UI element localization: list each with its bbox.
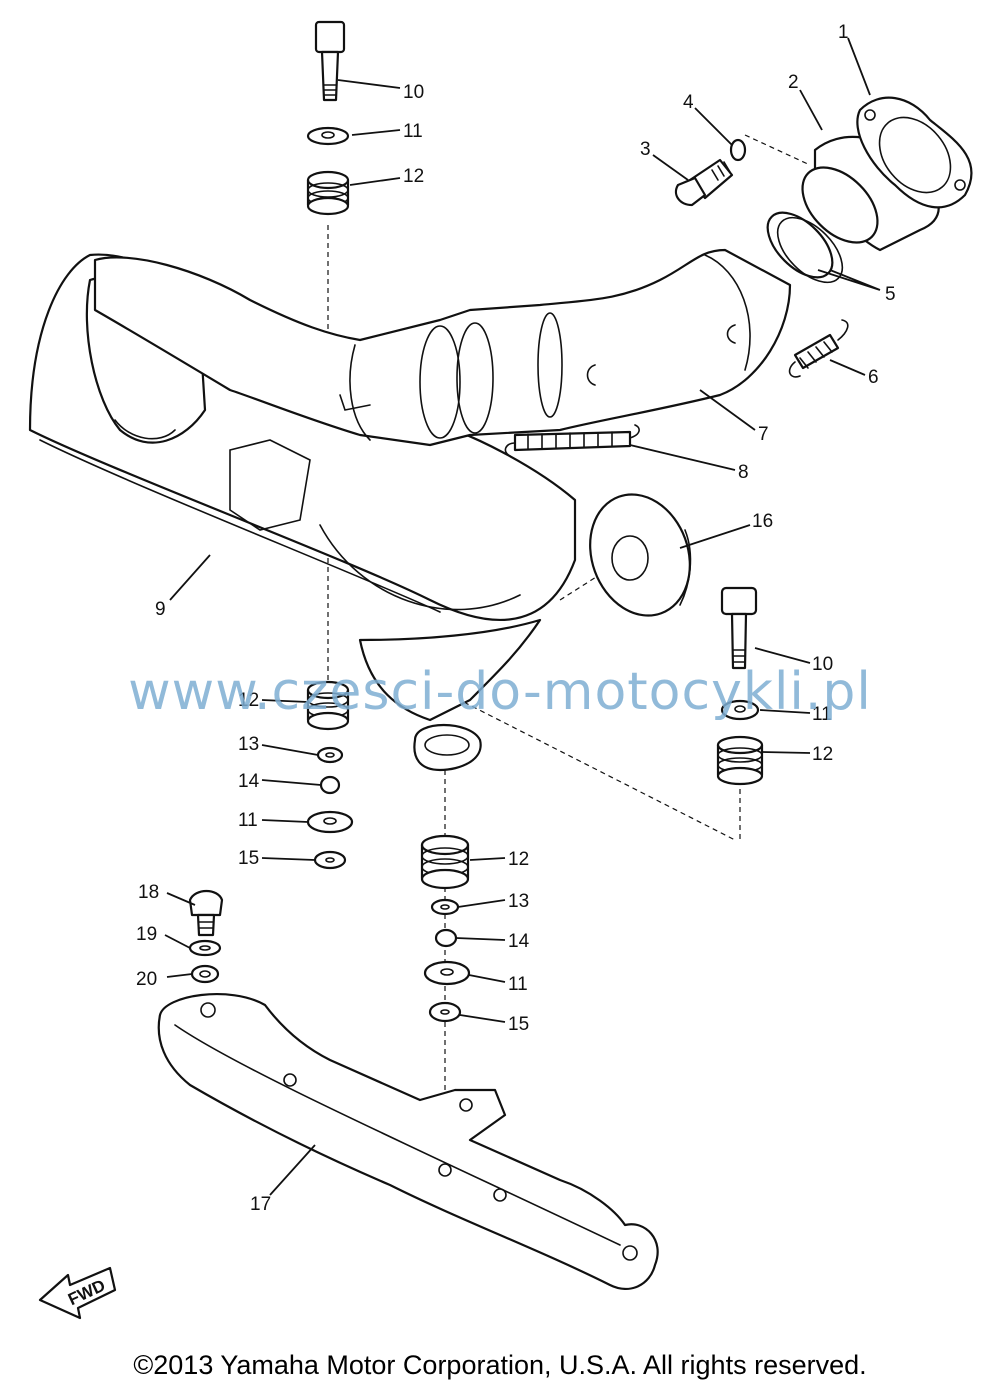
- callout-18: 18: [138, 882, 159, 903]
- callout-12-right: 12: [812, 744, 833, 765]
- callout-12-center: 12: [508, 849, 529, 870]
- callout-5: 5: [885, 284, 896, 305]
- copyright-notice: ©2013 Yamaha Motor Corporation, U.S.A. A…: [133, 1350, 867, 1380]
- watermark-url: www.czesci-do-motocykli.pl: [128, 662, 872, 722]
- callout-12-top: 12: [403, 166, 424, 187]
- callout-20: 20: [136, 969, 157, 990]
- callout-11-right: 11: [812, 704, 832, 725]
- callout-7: 7: [758, 424, 769, 445]
- callout-6: 6: [868, 367, 879, 388]
- callout-15-center: 15: [508, 1014, 529, 1035]
- callout-19: 19: [136, 924, 157, 945]
- leader-lines: [164, 37, 881, 1196]
- callout-12-left: 12: [238, 690, 259, 711]
- callout-15-left: 15: [238, 848, 259, 869]
- spring-long: [504, 424, 640, 457]
- center-mount-stack: [420, 834, 471, 1023]
- gasket-flange: [856, 96, 973, 209]
- joint-bolt: [674, 158, 734, 207]
- callout-9: 9: [155, 599, 166, 620]
- muffler-outlet: [413, 723, 482, 772]
- callout-numbers: 1 2 3 4 5 6 7 8 9 10 11 12 16 10 11 12 1…: [136, 22, 896, 1215]
- callout-11-top: 11: [403, 121, 423, 142]
- spring-small: [788, 319, 849, 378]
- callout-14-center: 14: [508, 931, 530, 952]
- callout-3: 3: [640, 139, 651, 160]
- grommet: [589, 493, 692, 617]
- callout-16: 16: [752, 511, 773, 532]
- callout-10-right: 10: [812, 654, 833, 675]
- callout-14-left: 14: [238, 771, 260, 792]
- forward-direction-arrow: FWD: [38, 1266, 117, 1320]
- callout-4: 4: [683, 92, 694, 113]
- callout-11-center: 11: [508, 974, 528, 995]
- callout-13-left: 13: [238, 734, 259, 755]
- right-mount-stack: [716, 586, 764, 786]
- mounting-bracket: [157, 993, 659, 1290]
- callout-8: 8: [738, 462, 749, 483]
- left-lower-mount-stack: [306, 680, 354, 870]
- joint-washer: [729, 138, 747, 162]
- callout-11-left: 11: [238, 810, 258, 831]
- callout-10-top: 10: [403, 82, 424, 103]
- callout-1: 1: [838, 22, 849, 43]
- callout-2: 2: [788, 72, 799, 93]
- top-mount-stack: [306, 20, 350, 216]
- callout-13-center: 13: [508, 891, 529, 912]
- callout-17: 17: [250, 1194, 271, 1215]
- exhaust-pipe: [93, 248, 792, 447]
